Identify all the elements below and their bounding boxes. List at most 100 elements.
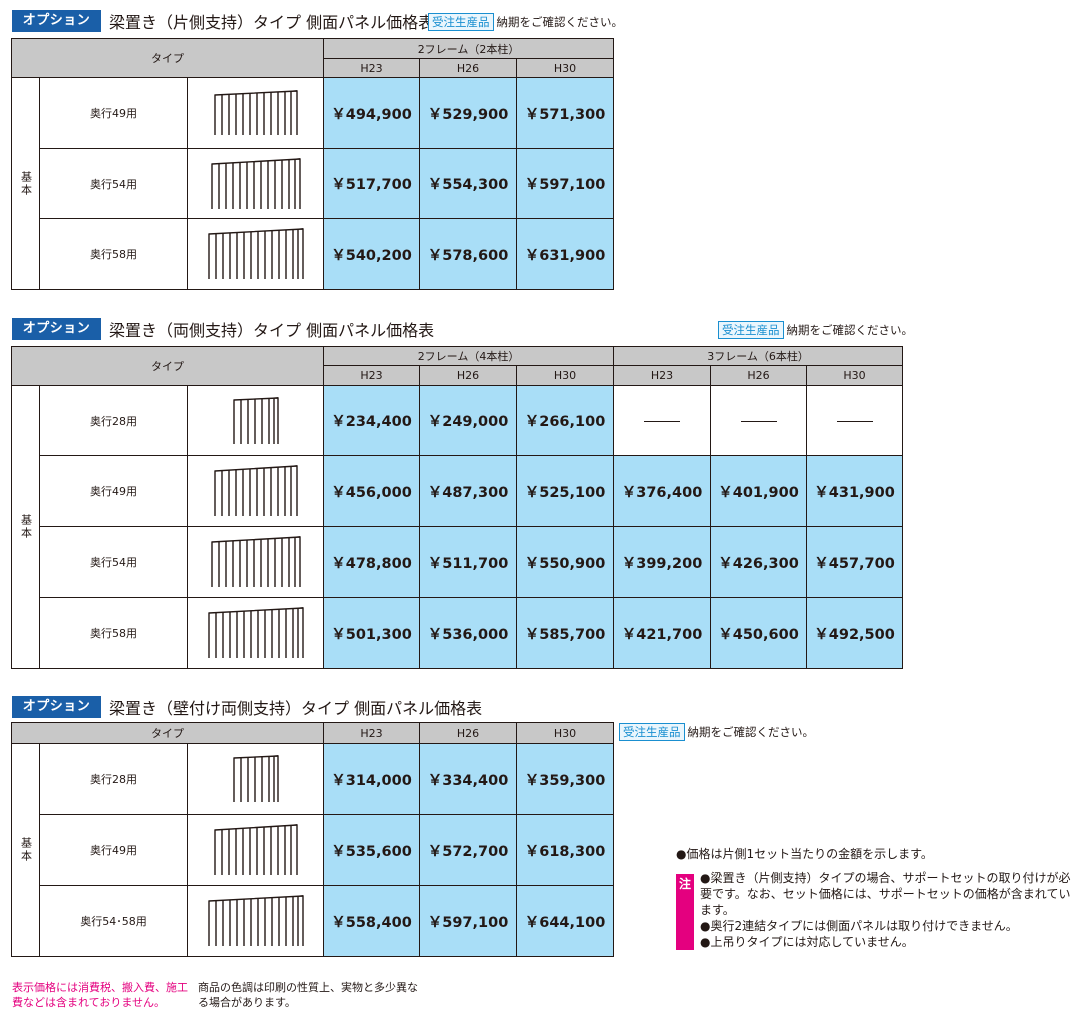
height-header: H23 <box>323 722 421 744</box>
table-row: 奥行49用 ￥456,000 ￥487,300 ￥525,100 ￥376,40… <box>12 455 904 527</box>
panel-54-icon <box>186 526 325 598</box>
price-cell: ￥401,900 <box>710 455 808 527</box>
height-header: H30 <box>516 722 615 744</box>
section3-title-bar: オプション 梁置き（壁付け両側支持）タイプ 側面パネル価格表 <box>12 696 482 718</box>
dash-mark <box>836 421 873 422</box>
table-row: 基本 奥行49用 ￥494,900 ￥529,900 ￥571,300 <box>11 77 615 290</box>
panel-28-icon <box>186 385 325 456</box>
caution-item: ●奥行2連結タイプには側面パネルは取り付けできません。 <box>700 919 1018 933</box>
made-to-order-badge: 受注生産品 <box>718 321 784 339</box>
height-header: H30 <box>516 365 615 386</box>
tax-note: 表示価格には消費税、搬入費、施工費などは含まれておりません。 <box>12 981 188 1009</box>
table-row: 基本 奥行28用 ￥234,400 ￥249,000 ￥266,100 <box>11 385 904 669</box>
price-cell: ￥597,100 <box>516 148 615 219</box>
height-header: H30 <box>516 58 615 78</box>
price-cell: ￥571,300 <box>516 77 615 149</box>
price-cell: ￥399,200 <box>613 526 712 598</box>
kihon-label: 基本 <box>11 77 40 290</box>
frame-group-header: 3フレーム（6本柱） <box>613 346 904 366</box>
height-header: H26 <box>419 58 518 78</box>
section3-order-note: 受注生産品 納期をご確認ください。 <box>619 723 814 741</box>
dash-mark <box>644 421 681 422</box>
price-cell: ￥478,800 <box>323 526 421 598</box>
height-header: H26 <box>710 365 808 386</box>
price-cell: ￥376,400 <box>613 455 712 527</box>
depth-label: 奥行54･58用 <box>39 885 188 957</box>
price-cell: ￥492,500 <box>806 597 904 669</box>
price-cell: ￥314,000 <box>323 743 421 815</box>
height-header: H26 <box>419 365 518 386</box>
section1-price-table: タイプ 2フレーム（2本柱） H23 H26 H30 基本 奥行49用 ￥494… <box>10 38 615 290</box>
panel-49-icon <box>186 814 325 886</box>
price-cell: ￥550,900 <box>516 526 615 598</box>
height-header: H23 <box>613 365 712 386</box>
table-row: 奥行54用 ￥478,800 ￥511,700 ￥550,900 ￥399,20… <box>12 526 904 598</box>
made-to-order-badge: 受注生産品 <box>428 13 494 31</box>
price-cell: ￥631,900 <box>516 218 615 290</box>
height-header: H30 <box>806 365 904 386</box>
section3-price-table: タイプ H23 H26 H30 基本 奥行28用 ￥314,000 ￥334,4… <box>10 722 615 957</box>
depth-label: 奥行54用 <box>39 148 188 219</box>
panel-54-icon <box>186 148 325 219</box>
table-row: 奥行54･58用 ￥558,400 ￥597,100 ￥644,100 <box>12 885 615 957</box>
height-header: H23 <box>323 58 421 78</box>
not-available-cell <box>613 385 712 456</box>
price-cell: ￥618,300 <box>516 814 615 886</box>
depth-label: 奥行54用 <box>39 526 188 598</box>
table-row: 奥行49用 ￥535,600 ￥572,700 ￥618,300 <box>12 814 615 886</box>
depth-label: 奥行58用 <box>39 597 188 669</box>
price-cell: ￥511,700 <box>419 526 518 598</box>
price-cell: ￥234,400 <box>323 385 421 456</box>
height-header: H26 <box>419 722 518 744</box>
panel-58-icon <box>186 218 325 290</box>
price-cell: ￥334,400 <box>419 743 518 815</box>
caution-item: ●梁置き（片側支持）タイプの場合、サポートセットの取り付けが必要です。なお、セッ… <box>700 871 1071 917</box>
price-cell: ￥554,300 <box>419 148 518 219</box>
price-cell: ￥426,300 <box>710 526 808 598</box>
depth-label: 奥行49用 <box>39 814 188 886</box>
order-note-text: 納期をご確認ください。 <box>496 15 624 29</box>
frame-group-header: 2フレーム（4本柱） <box>323 346 615 366</box>
table-row: 奥行54用 ￥517,700 ￥554,300 ￥597,100 <box>12 148 615 219</box>
price-cell: ￥266,100 <box>516 385 615 456</box>
type-header: タイプ <box>10 38 325 78</box>
panel-58-icon <box>186 885 325 957</box>
price-cell: ￥450,600 <box>710 597 808 669</box>
price-cell: ￥585,700 <box>516 597 615 669</box>
caution-badge: 注 <box>676 874 694 950</box>
order-note-text: 納期をご確認ください。 <box>786 323 914 337</box>
color-note: 商品の色調は印刷の性質上、実物と多少異なる場合があります。 <box>198 981 418 1009</box>
price-cell: ￥457,700 <box>806 526 904 598</box>
caution-list: ●梁置き（片側支持）タイプの場合、サポートセットの取り付けが必要です。なお、セッ… <box>700 870 1076 950</box>
section2-price-table: タイプ 2フレーム（4本柱） 3フレーム（6本柱） H23 H26 H30 H2… <box>10 346 904 669</box>
option-badge: オプション <box>12 318 101 340</box>
table-row: 奥行58用 ￥501,300 ￥536,000 ￥585,700 ￥421,70… <box>12 597 904 669</box>
price-cell: ￥558,400 <box>323 885 421 957</box>
caution-item: ●上吊りタイプには対応していません。 <box>700 935 914 949</box>
price-cell: ￥501,300 <box>323 597 421 669</box>
price-cell: ￥597,100 <box>419 885 518 957</box>
not-available-cell <box>806 385 904 456</box>
depth-label: 奥行28用 <box>39 385 188 456</box>
price-cell: ￥525,100 <box>516 455 615 527</box>
kihon-label: 基本 <box>11 385 40 669</box>
not-available-cell <box>710 385 808 456</box>
price-cell: ￥536,000 <box>419 597 518 669</box>
price-cell: ￥431,900 <box>806 455 904 527</box>
dash-mark <box>740 421 777 422</box>
price-cell: ￥456,000 <box>323 455 421 527</box>
section2-title: 梁置き（両側支持）タイプ 側面パネル価格表 <box>109 321 435 340</box>
section3-title: 梁置き（壁付け両側支持）タイプ 側面パネル価格表 <box>109 699 483 718</box>
price-cell: ￥494,900 <box>323 77 421 149</box>
type-header: タイプ <box>10 346 325 386</box>
order-note-text: 納期をご確認ください。 <box>687 725 815 739</box>
depth-label: 奥行49用 <box>39 77 188 149</box>
price-cell: ￥359,300 <box>516 743 615 815</box>
price-cell: ￥572,700 <box>419 814 518 886</box>
panel-49-icon <box>186 455 325 527</box>
price-note: ●価格は片側1セット当たりの金額を示します。 <box>676 847 933 861</box>
price-cell: ￥529,900 <box>419 77 518 149</box>
price-cell: ￥540,200 <box>323 218 421 290</box>
section1-order-note: 受注生産品 納期をご確認ください。 <box>428 13 623 31</box>
option-badge: オプション <box>12 696 101 718</box>
